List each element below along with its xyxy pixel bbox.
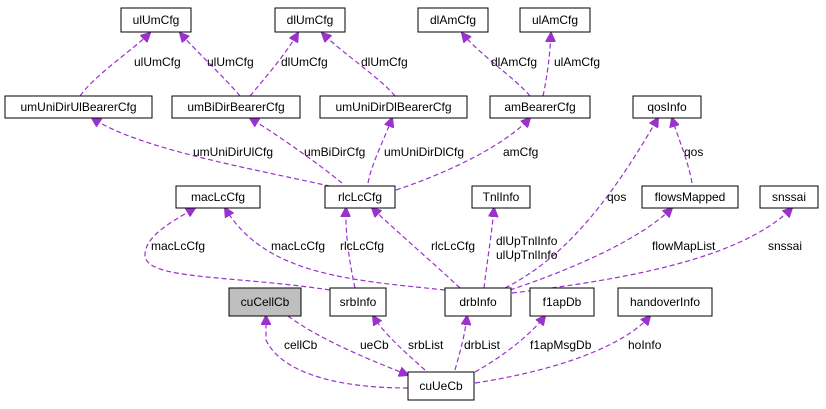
edge-label-rlcLcCfg-srb: rlcLcCfg: [340, 239, 384, 253]
edge-label-ueCb: ueCb: [360, 338, 389, 352]
node-label-ulUmCfg: ulUmCfg: [133, 13, 180, 27]
node-label-cuCellCb: cuCellCb: [241, 295, 290, 309]
node-label-ulAmCfg: ulAmCfg: [532, 13, 578, 27]
node-label-cuUeCb: cuUeCb: [419, 379, 463, 393]
node-label-macLcCfg: macLcCfg: [191, 190, 245, 204]
node-label-umBiDirBearerCfg: umBiDirBearerCfg: [187, 100, 284, 114]
edge-label-umUniDirDlCfg: umUniDirDlCfg: [384, 145, 464, 159]
node-dlAmCfg[interactable]: dlAmCfg: [417, 7, 489, 33]
node-srbInfo[interactable]: srbInfo: [329, 287, 387, 317]
edge-f1apDb-cuUeCb: [474, 316, 545, 373]
edge-label-ulAmCfg: ulAmCfg: [554, 55, 600, 69]
edge-label-macLcCfg-drb: macLcCfg: [271, 239, 325, 253]
node-umUniDirDlBearerCfg[interactable]: umUniDirDlBearerCfg: [319, 95, 468, 119]
edge-rlcLcCfg-drbInfo: [372, 208, 461, 289]
node-label-f1apDb: f1apDb: [543, 295, 582, 309]
node-macLcCfg[interactable]: macLcCfg: [175, 185, 261, 209]
edges: ulUmCfg ulUmCfg dlUmCfg dlUmCfg dlAmCfg …: [79, 33, 802, 389]
edge-label-dlUmCfg-1: dlUmCfg: [281, 55, 328, 69]
nodes: ulUmCfg dlUmCfg dlAmCfg ulAmCfg umUniDir…: [4, 7, 819, 401]
edge-label-dlUpTnlInfo: dlUpTnlInfo: [496, 234, 558, 248]
edge-label-flowMapList: flowMapList: [652, 239, 716, 253]
node-label-umUniDirDlBearerCfg: umUniDirDlBearerCfg: [335, 100, 451, 114]
edge-label-macLcCfg-srb: macLcCfg: [151, 239, 205, 253]
node-rlcLcCfg[interactable]: rlcLcCfg: [324, 185, 396, 209]
node-qosInfo[interactable]: qosInfo: [632, 95, 702, 119]
edge-handoverInfo-cuUeCb: [474, 316, 650, 384]
edge-srbInfo-cuUeCb: [373, 316, 426, 371]
node-label-TnlInfo: TnlInfo: [483, 190, 520, 204]
edge-ulUmCfg-umUniDirUlBearerCfg: [79, 33, 150, 97]
node-label-handoverInfo: handoverInfo: [630, 295, 700, 309]
node-handoverInfo[interactable]: handoverInfo: [617, 287, 713, 317]
edge-ulUmCfg-umBiDirBearerCfg: [180, 33, 241, 97]
edge-label-f1apMsgDb: f1apMsgDb: [530, 338, 592, 352]
edge-label-umBiDirCfg: umBiDirCfg: [304, 145, 365, 159]
edge-umUniDirUlBearerCfg-rlcLcCfg: [92, 118, 339, 189]
edge-label-amCfg: amCfg: [503, 145, 538, 159]
node-dlUmCfg[interactable]: dlUmCfg: [274, 7, 346, 33]
edge-macLcCfg-drbInfo: [225, 208, 446, 291]
node-label-umUniDirUlBearerCfg: umUniDirUlBearerCfg: [20, 100, 136, 114]
node-label-snssai: snssai: [772, 190, 806, 204]
node-umUniDirUlBearerCfg[interactable]: umUniDirUlBearerCfg: [4, 95, 153, 119]
edge-cuCellCb-cuUeCb: [266, 316, 409, 389]
edge-cuUeCb-cuCellCb: [287, 315, 408, 375]
edge-label-dlAmCfg: dlAmCfg: [491, 55, 537, 69]
edge-label-hoInfo: hoInfo: [628, 338, 662, 352]
edge-flowsMapped-drbInfo: [509, 208, 672, 291]
node-label-dlUmCfg: dlUmCfg: [287, 13, 334, 27]
node-label-srbInfo: srbInfo: [340, 295, 377, 309]
edge-label-cellCb: cellCb: [284, 338, 318, 352]
edge-qosInfo-drbInfo: [504, 118, 658, 289]
node-label-dlAmCfg: dlAmCfg: [430, 13, 476, 27]
node-ulUmCfg[interactable]: ulUmCfg: [120, 7, 192, 33]
node-label-rlcLcCfg: rlcLcCfg: [338, 190, 382, 204]
edge-label-ulUmCfg-1: ulUmCfg: [134, 55, 181, 69]
edge-label-qos-drb: qos: [607, 190, 626, 204]
node-umBiDirBearerCfg[interactable]: umBiDirBearerCfg: [171, 95, 301, 119]
edge-label-dlUmCfg-2: dlUmCfg: [361, 55, 408, 69]
edge-amBearerCfg-rlcLcCfg: [395, 118, 530, 191]
node-label-flowsMapped: flowsMapped: [655, 190, 726, 204]
edge-label-qos-flows: qos: [684, 145, 703, 159]
edge-label-umUniDirUlCfg: umUniDirUlCfg: [193, 145, 273, 159]
node-label-amBearerCfg: amBearerCfg: [504, 100, 575, 114]
edge-rlcLcCfg-srbInfo: [346, 208, 356, 289]
edge-label-srbList: srbList: [408, 338, 444, 352]
edge-label-rlcLcCfg-drb: rlcLcCfg: [431, 239, 475, 253]
node-label-qosInfo: qosInfo: [647, 100, 687, 114]
edge-TnlInfo-drbInfo: [483, 208, 494, 289]
node-f1apDb[interactable]: f1apDb: [529, 287, 595, 317]
edge-drbInfo-cuUeCb: [454, 316, 467, 371]
node-label-drbInfo: drbInfo: [459, 295, 497, 309]
edge-dlAmCfg-amBearerCfg: [462, 33, 531, 97]
node-TnlInfo[interactable]: TnlInfo: [471, 185, 531, 209]
edge-ulAmCfg-amBearerCfg: [542, 33, 551, 97]
edge-label-ulUmCfg-2: ulUmCfg: [207, 55, 254, 69]
node-flowsMapped[interactable]: flowsMapped: [641, 185, 739, 209]
edge-label-snssai: snssai: [768, 239, 802, 253]
node-ulAmCfg[interactable]: ulAmCfg: [519, 7, 591, 33]
edge-umUniDirDlBearerCfg-rlcLcCfg: [367, 118, 392, 184]
node-cuCellCb[interactable]: cuCellCb: [228, 287, 302, 317]
edge-qosInfo-flowsMapped: [672, 118, 693, 184]
node-snssai[interactable]: snssai: [759, 185, 819, 209]
node-amBearerCfg[interactable]: amBearerCfg: [489, 95, 591, 119]
edge-label-ulUpTnlInfo: ulUpTnlInfo: [496, 248, 558, 262]
node-cuUeCb[interactable]: cuUeCb: [407, 371, 475, 401]
node-drbInfo[interactable]: drbInfo: [444, 287, 512, 317]
edge-macLcCfg-srbInfo: [144, 208, 331, 291]
edge-umBiDirBearerCfg-rlcLcCfg: [250, 118, 343, 184]
edge-label-drbList: drbList: [464, 338, 501, 352]
